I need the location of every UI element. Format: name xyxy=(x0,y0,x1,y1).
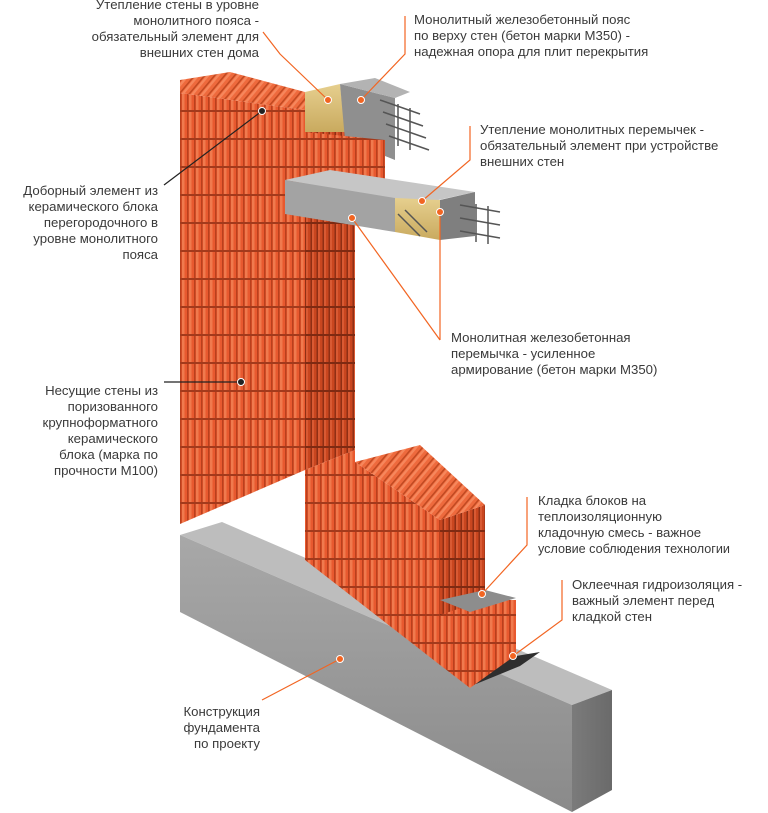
label-line: по верху стен (бетон марки М350) - xyxy=(414,28,630,43)
leader-wall-insulation xyxy=(262,31,329,101)
lintel-zone xyxy=(285,170,501,244)
label-line: надежная опора для плит перекрытия xyxy=(414,44,649,59)
label-load-bearing-walls: Несущие стены из поризованного крупнофор… xyxy=(43,383,158,479)
label-line: внешних стен дома xyxy=(139,45,259,60)
label-line: блока (марка по xyxy=(59,447,158,462)
label-line: Конструкция xyxy=(183,704,260,719)
label-line: обязательный элемент при устройстве xyxy=(480,138,719,153)
label-line: важный элемент перед xyxy=(572,593,715,608)
label-line: условие соблюдения технологии xyxy=(538,542,730,556)
dot-foundation xyxy=(336,655,344,663)
label-masonry-mortar: Кладка блоков на теплоизоляционную кладо… xyxy=(538,493,730,557)
label-line: Кладка блоков на xyxy=(538,493,647,508)
label-waterproofing: Оклеечная гидроизоляция - важный элемент… xyxy=(572,577,742,625)
lintel-rebar xyxy=(397,204,501,244)
label-wall-insulation: Утепление стены в уровне монолитного поя… xyxy=(92,0,259,61)
label-line: керамического xyxy=(67,431,158,446)
label-lintel-insulation: Утепление монолитных перемычек - обязате… xyxy=(480,122,718,170)
leader-foundation xyxy=(261,658,341,701)
dot-ring-beam xyxy=(357,96,365,104)
label-line: Монолитная железобетонная xyxy=(451,330,631,345)
lintel-end xyxy=(440,192,475,240)
wall-top xyxy=(180,72,305,110)
label-line: поризованного xyxy=(67,399,158,414)
label-line: обязательный элемент для xyxy=(91,29,259,44)
foundation-side xyxy=(572,690,612,812)
lintel-front xyxy=(285,180,395,232)
ring-beam-top xyxy=(340,78,410,98)
leader-additional-element xyxy=(163,110,263,186)
leader-lines xyxy=(163,16,563,701)
label-line: кладочную смесь - важное xyxy=(538,525,702,540)
label-line: монолитного пояса - xyxy=(133,13,259,28)
lower-wall-top xyxy=(355,445,485,520)
label-line: пояса xyxy=(122,247,158,262)
label-line: Оклеечная гидроизоляция - xyxy=(572,577,743,592)
lintel-top xyxy=(285,170,475,204)
mortar-layer xyxy=(440,590,516,612)
wall-front xyxy=(180,93,305,524)
ring-rebar xyxy=(379,99,430,151)
dot-additional-element xyxy=(258,107,266,115)
label-line: крупноформатного xyxy=(42,415,158,430)
leader-ring-beam xyxy=(360,16,406,101)
label-line: перемычка - усиленное xyxy=(451,346,596,361)
leader-dots xyxy=(237,96,517,663)
label-line: кладкой стен xyxy=(572,609,653,624)
top-insulation xyxy=(305,84,345,132)
dot-lintel-insulation xyxy=(418,197,426,205)
lower-wall-step-front xyxy=(440,600,516,688)
label-line: перегородочного в xyxy=(43,215,158,230)
label-line: Несущие стены из xyxy=(45,383,158,398)
label-line: прочности М100) xyxy=(53,463,158,478)
label-line: керамического блока xyxy=(28,199,158,214)
label-line: Утепление стены в уровне xyxy=(95,0,259,12)
leader-lintel-insulation xyxy=(421,126,471,202)
label-line: по проекту xyxy=(194,736,260,751)
dot-lintel xyxy=(348,214,356,222)
label-additional-element: Доборный элемент из керамического блока … xyxy=(23,183,158,263)
leader-masonry xyxy=(481,497,528,595)
dot-lintel-b xyxy=(436,208,444,216)
label-line: фундамента xyxy=(183,720,260,735)
lower-wall xyxy=(305,445,516,688)
label-line: внешних стен xyxy=(480,154,565,169)
lintel-insulation xyxy=(395,198,440,240)
label-line: Утепление монолитных перемычек - xyxy=(480,122,704,137)
dot-wall-insulation xyxy=(324,96,332,104)
leader-lintel-a xyxy=(351,217,441,341)
label-line: теплоизоляционную xyxy=(538,509,662,524)
lower-wall-side xyxy=(440,505,485,615)
foundation-front xyxy=(180,535,572,812)
leader-waterproofing xyxy=(512,580,563,657)
label-line: армирование (бетон марки М350) xyxy=(451,362,658,377)
label-line: уровне монолитного xyxy=(33,231,158,246)
dot-masonry xyxy=(478,590,486,598)
dot-waterproofing xyxy=(509,652,517,660)
label-line: Доборный элемент из xyxy=(23,183,158,198)
label-line: Монолитный железобетонный пояс xyxy=(414,12,631,27)
label-ring-beam: Монолитный железобетонный пояс по верху … xyxy=(414,12,648,60)
label-foundation: Конструкция фундамента по проекту xyxy=(183,704,260,752)
dot-load-bearing xyxy=(237,378,245,386)
label-lintel: Монолитная железобетонная перемычка - ус… xyxy=(451,330,657,378)
lower-wall-front xyxy=(305,450,440,665)
